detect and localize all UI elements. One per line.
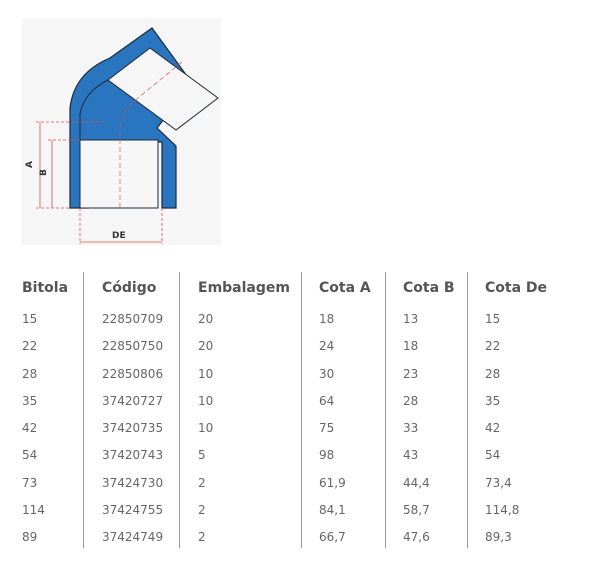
column-divider [467,272,468,548]
cell-embalagem: 10 [198,421,214,436]
cell-cota-a: 75 [319,421,335,436]
table-row: 42 37420735 10 75 33 42 [22,415,582,442]
cell-bitola: 89 [22,530,38,545]
cell-cota-b: 28 [403,393,419,408]
table-header: Bitola Código Embalagem Cota A Cota B Co… [22,270,582,306]
cell-cota-a: 61,9 [319,475,346,490]
cell-cota-b: 18 [403,339,419,354]
upper-socket [107,47,219,131]
cell-cota-de: 89,3 [485,530,512,545]
cell-bitola: 73 [22,475,38,490]
cell-cota-a: 84,1 [319,503,346,518]
center-line [119,61,183,208]
column-divider [301,272,302,548]
cell-embalagem: 2 [198,530,206,545]
cell-cota-b: 43 [403,448,419,463]
column-divider [83,272,84,548]
cell-cota-b: 33 [403,421,419,436]
cell-embalagem: 20 [198,312,214,326]
table-row: 73 37424730 2 61,9 44,4 73,4 [22,470,582,497]
cell-bitola: 42 [22,421,38,436]
label-de: DE [112,231,126,241]
cell-cota-a: 66,7 [319,530,346,545]
dimension-de [79,208,163,244]
spec-table: Bitola Código Embalagem Cota A Cota B Co… [22,270,582,552]
table-row: 114 37424755 2 84,1 58,7 114,8 [22,497,582,524]
header-cota-b: Cota B [403,280,455,296]
cell-codigo: 22850709 [102,312,164,326]
fitting-drawing-panel: A B DE [22,18,221,245]
table-row: 15 22850709 20 18 13 15 [22,306,582,333]
cell-embalagem: 20 [198,339,214,354]
cell-embalagem: 2 [198,503,206,518]
cell-cota-de: 15 [485,312,501,326]
cell-codigo: 37424755 [102,503,164,518]
cell-cota-de: 114,8 [485,503,520,518]
cell-embalagem: 10 [198,366,214,381]
cell-codigo: 37420727 [102,393,164,408]
cell-cota-b: 13 [403,312,419,326]
cell-codigo: 37420743 [102,448,164,463]
cell-codigo: 37424749 [102,530,164,545]
table-row: 22 22850750 20 24 18 22 [22,333,582,360]
cell-embalagem: 10 [198,393,214,408]
cell-codigo: 22850806 [102,366,164,381]
elbow-45-diagram: A B DE [25,27,219,244]
cell-embalagem: 2 [198,475,206,490]
cell-cota-a: 98 [319,448,335,463]
cell-cota-b: 58,7 [403,503,430,518]
cell-embalagem: 5 [198,448,206,463]
table-row: 28 22850806 10 30 23 28 [22,361,582,388]
cell-bitola: 35 [22,393,38,408]
cell-cota-b: 47,6 [403,530,430,545]
cell-cota-de: 35 [485,393,501,408]
dimension-a [36,121,104,209]
cell-bitola: 54 [22,448,38,463]
cell-cota-de: 54 [485,448,501,463]
column-divider [179,272,180,548]
header-embalagem: Embalagem [198,280,290,296]
label-b: B [39,169,49,176]
inner-bend [79,79,109,140]
cell-cota-a: 30 [319,366,335,381]
cell-bitola: 15 [22,312,38,326]
lower-socket [79,139,159,209]
table-row: 54 37420743 5 98 43 54 [22,442,582,469]
cell-cota-de: 22 [485,339,501,354]
cell-cota-de: 42 [485,421,501,436]
cell-codigo: 37424730 [102,475,164,490]
dimension-b [48,139,80,208]
cell-cota-de: 28 [485,366,501,381]
header-cota-a: Cota A [319,280,371,296]
header-bitola: Bitola [22,280,69,296]
cell-bitola: 28 [22,366,38,381]
header-cota-de: Cota De [485,280,548,296]
cell-codigo: 37420735 [102,421,164,436]
cell-bitola: 114 [22,503,45,518]
cell-cota-a: 64 [319,393,335,408]
column-divider [385,272,386,548]
cell-codigo: 22850750 [102,339,164,354]
table-row: 35 37420727 10 64 28 35 [22,388,582,415]
label-a: A [25,161,35,168]
cell-cota-a: 24 [319,339,335,354]
cell-bitola: 22 [22,339,38,354]
header-codigo: Código [102,280,157,296]
cell-cota-de: 73,4 [485,475,512,490]
cell-cota-a: 18 [319,312,335,326]
table-row: 89 37424749 2 66,7 47,6 89,3 [22,524,582,551]
cell-cota-b: 44,4 [403,475,430,490]
cell-cota-b: 23 [403,366,419,381]
